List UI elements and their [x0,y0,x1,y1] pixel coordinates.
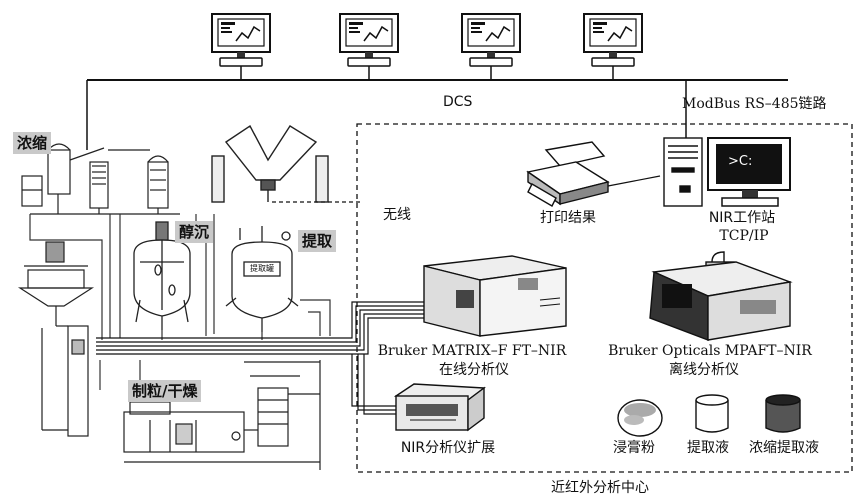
dcs-monitor [583,13,643,80]
online-nir-name: Bruker MATRIX–F FT–NIR [377,343,567,359]
extraction-tank [225,226,299,332]
sample-extract-liquid [695,394,729,433]
modbus-label: ModBus RS–485链路 [682,96,827,112]
concentrate-tag: 浓缩 [13,132,52,154]
fiber-bundle [96,301,462,415]
wireless-label: 无线 [383,207,411,223]
nir-extension-label: NIR分析仪扩展 [400,440,496,456]
sample-powder [617,399,663,437]
offline-nir-analyzer [649,251,793,342]
dcs-monitor [211,13,271,80]
alcohol-precipitation-tag: 醇沉 [175,221,214,243]
workstation-tower [663,137,703,207]
tcp-ip-label: TCP/IP [719,228,769,244]
sample-extract-label: 提取液 [687,440,729,456]
offline-nir-name: Bruker Opticals MPAFT–NIR [608,343,812,359]
granulation-dryer [123,360,321,470]
nir-center-label: 近红外分析中心 [551,480,649,496]
v-blender [211,124,329,203]
print-result-label: 打印结果 [540,210,596,226]
nir-workstation-label: NIR工作站 [708,210,776,226]
nir-extension-unit [393,383,486,432]
screen-prompt: >C: [728,154,753,169]
extraction-tag: 提取 [298,230,337,252]
dcs-monitor [461,13,521,80]
granulate-dry-tag: 制粒/干燥 [128,380,202,402]
concentrate-unit [21,143,180,215]
tank-plate-text: 提取罐 [250,264,274,273]
sample-powder-label: 浸膏粉 [613,440,655,456]
printer [526,141,610,207]
workstation-monitor [707,137,791,207]
spray-tower [17,241,95,437]
dcs-monitor [339,13,399,80]
alcohol-precipitation-tank [133,221,191,330]
offline-nir-type: 离线分析仪 [669,362,739,378]
nir-center-boundary [356,123,853,473]
sample-concentrate-label: 浓缩提取液 [749,440,819,456]
online-nir-analyzer [423,255,567,337]
online-nir-type: 在线分析仪 [439,362,509,378]
dcs-label: DCS [443,94,473,110]
sample-concentrated-extract [765,394,801,433]
